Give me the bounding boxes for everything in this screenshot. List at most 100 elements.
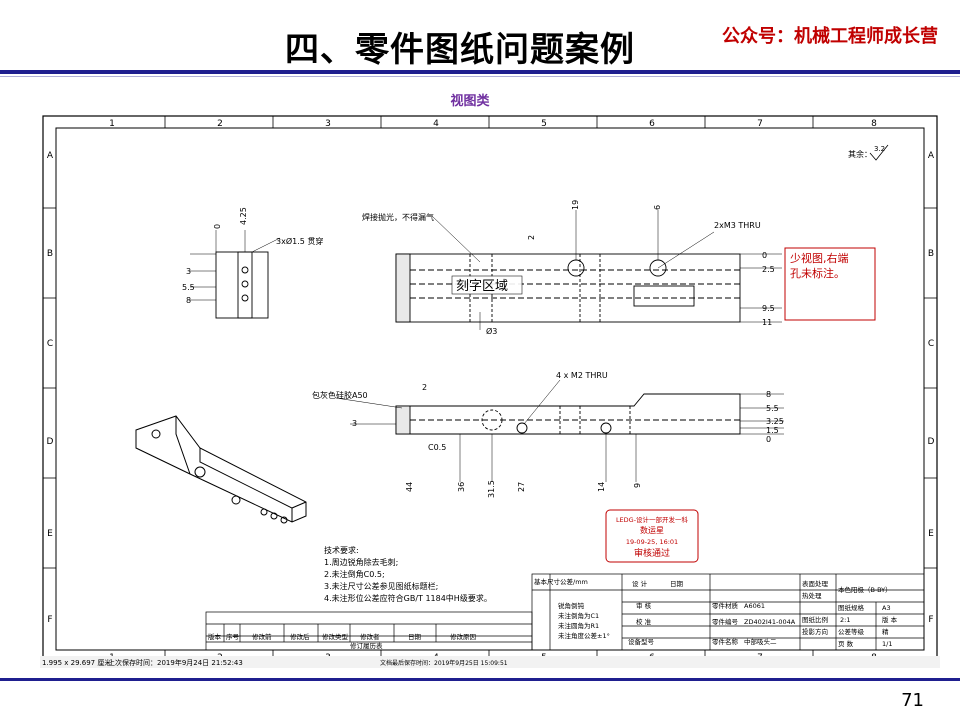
dim: 3.25 xyxy=(766,417,784,426)
col-label: 1 xyxy=(109,119,115,129)
svg-text:修改后: 修改后 xyxy=(290,632,310,641)
svg-text:日期: 日期 xyxy=(408,633,422,641)
dim: 19 xyxy=(571,200,580,210)
svg-text:设备型号: 设备型号 xyxy=(628,637,655,646)
revision-block xyxy=(205,611,533,651)
row-label: D xyxy=(928,437,935,447)
weld-note: 焊接抛光，不得漏气 xyxy=(362,212,434,222)
footer-rule xyxy=(0,678,960,681)
svg-text:序号: 序号 xyxy=(226,632,240,641)
row-label: B xyxy=(928,249,934,259)
row-label: E xyxy=(47,529,53,539)
dim: 8 xyxy=(766,390,771,399)
glue-note: 包灰色硅胶A50 xyxy=(312,390,368,400)
header-rule xyxy=(0,70,960,74)
row-label: D xyxy=(47,437,54,447)
roughness-icon xyxy=(869,144,889,161)
inner-border xyxy=(55,127,925,651)
row-label: A xyxy=(928,151,935,161)
review-note-1: 少视图,右端 xyxy=(790,251,849,265)
svg-text:中部吸头二: 中部吸头二 xyxy=(744,637,777,646)
end-view xyxy=(190,230,281,319)
svg-text:A3: A3 xyxy=(882,604,891,612)
svg-text:图纸比例: 图纸比例 xyxy=(802,615,828,624)
col-label: 4 xyxy=(433,119,439,129)
approval-stamp: LEDG-设计一部开发一科 数运星 19-09-25, 16:01 审核通过 xyxy=(605,509,699,563)
dim: 5.5 xyxy=(766,404,779,413)
svg-text:基本尺寸公差/mm: 基本尺寸公差/mm xyxy=(534,577,588,586)
svg-text:版本: 版本 xyxy=(208,632,222,641)
row-label: B xyxy=(47,249,53,259)
svg-text:精: 精 xyxy=(882,627,889,636)
tech-item: 3.未注尺寸公差参见图纸标题栏; xyxy=(324,581,438,591)
dim: 0 xyxy=(762,251,767,260)
col-label: 6 xyxy=(649,119,655,129)
col-label: 5 xyxy=(541,119,547,129)
col-label: 7 xyxy=(757,119,763,129)
engrave-label: 刻字区域 xyxy=(456,279,508,294)
tech-item: 4.未注形位公差应符合GB/T 1184中H级要求。 xyxy=(324,593,492,603)
dim: 11 xyxy=(762,318,772,327)
svg-text:表面处理: 表面处理 xyxy=(802,579,829,588)
slide-title: 四、零件图纸问题案例 xyxy=(285,30,635,70)
row-label: E xyxy=(928,529,934,539)
dim: 8 xyxy=(186,296,191,305)
top-view xyxy=(395,210,782,330)
svg-text:未注圆角为R1: 未注圆角为R1 xyxy=(558,621,599,630)
svg-text:修改原因: 修改原因 xyxy=(450,632,476,641)
svg-text:校 准: 校 准 xyxy=(636,617,652,626)
tech-heading: 技术要求: xyxy=(324,545,359,555)
review-note-2: 孔未标注。 xyxy=(790,266,845,280)
svg-text:公差等级: 公差等级 xyxy=(838,627,865,636)
dim: 6 xyxy=(653,205,662,210)
dim: 14 xyxy=(597,482,606,492)
dim: 4.25 xyxy=(239,207,248,225)
section-subtitle: 视图类 xyxy=(450,94,490,109)
col-label: 3 xyxy=(325,119,331,129)
svg-text:2:1: 2:1 xyxy=(840,616,850,624)
svg-text:LEDG-设计一部开发一科: LEDG-设计一部开发一科 xyxy=(616,515,689,524)
dim: 5.5 xyxy=(182,283,195,292)
side-view xyxy=(335,379,784,482)
svg-text:修订履历表: 修订履历表 xyxy=(350,641,383,650)
review-box xyxy=(784,247,876,321)
svg-text:审 核: 审 核 xyxy=(636,601,652,610)
tech-item: 2.未注倒角C0.5; xyxy=(324,569,385,579)
row-label: A xyxy=(47,151,54,161)
title-block xyxy=(531,573,925,651)
col-label: 2 xyxy=(217,119,223,129)
dim: 9.5 xyxy=(762,304,775,313)
status-created: 上次保存时间：2019年9月24日 21:52:43 xyxy=(108,658,243,667)
svg-text:数运星: 数运星 xyxy=(640,525,664,535)
svg-text:ZD402I41-004A: ZD402I41-004A xyxy=(744,618,796,626)
svg-text:设 计: 设 计 xyxy=(632,579,648,588)
svg-text:审核通过: 审核通过 xyxy=(634,547,670,559)
dim: 44 xyxy=(405,482,414,492)
tech-item: 1.周边锐角除去毛刺; xyxy=(324,557,398,567)
svg-text:未注倒角为C1: 未注倒角为C1 xyxy=(558,611,599,620)
row-label: F xyxy=(928,615,933,625)
row-label: F xyxy=(47,615,52,625)
svg-text:A6061: A6061 xyxy=(744,602,765,610)
dim: 1.5 xyxy=(766,426,779,435)
svg-text:日期: 日期 xyxy=(670,580,684,588)
dim: 2 xyxy=(527,235,536,240)
dim: 3 xyxy=(186,267,191,276)
svg-text:热处理: 热处理 xyxy=(802,591,822,600)
dim: 27 xyxy=(517,482,526,492)
header-rule-thin xyxy=(0,76,960,77)
row-label: C xyxy=(928,339,934,349)
thread-note: 2xM3 THRU xyxy=(714,221,761,230)
dim: 0 xyxy=(213,224,222,229)
thread-note: 4 x M2 THRU xyxy=(556,371,608,380)
status-bar xyxy=(40,656,940,668)
svg-text:零件材质: 零件材质 xyxy=(712,601,739,610)
hole-note: 3xØ1.5 贯穿 xyxy=(276,236,323,246)
status-coords: 1.995 x 29.697 厘米 xyxy=(42,658,111,667)
wechat-tag: 公众号：机械工程师成长营 xyxy=(722,26,938,47)
svg-text:版 本: 版 本 xyxy=(882,615,898,624)
dim: 3 xyxy=(352,419,357,428)
svg-text:锐角倒钝: 锐角倒钝 xyxy=(558,601,585,610)
svg-text:页 数: 页 数 xyxy=(838,639,854,648)
svg-text:修改类型: 修改类型 xyxy=(322,632,349,641)
